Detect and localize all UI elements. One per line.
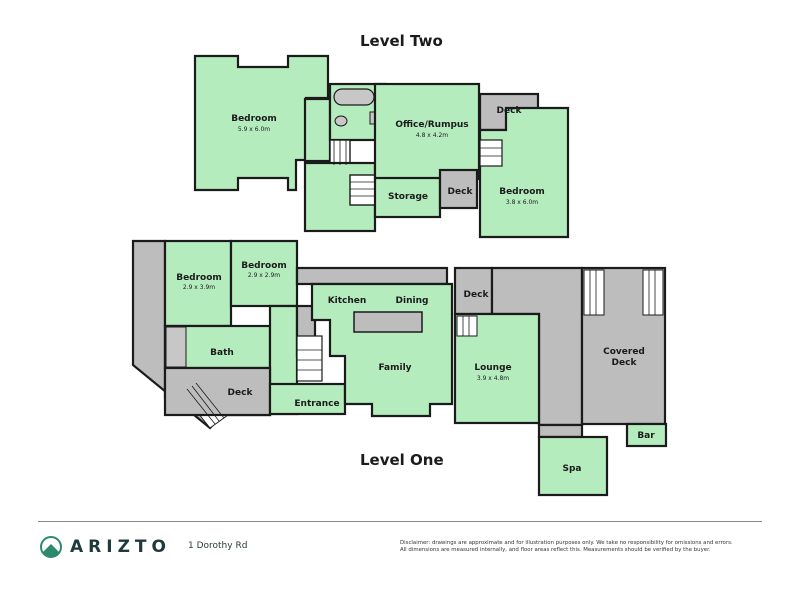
room-label: Covered: [603, 347, 645, 357]
room-dim: 2.9 x 3.9m: [183, 284, 215, 291]
brand-name: ARIZTO: [70, 537, 171, 557]
room-label: Deck: [612, 358, 638, 368]
room-label: Bedroom: [176, 273, 222, 283]
room-label: Deck: [228, 388, 254, 398]
room-label: Deck: [464, 290, 490, 300]
room-label: Spa: [563, 464, 582, 474]
level-one-title: Level One: [360, 451, 444, 469]
room-label: Bedroom: [231, 114, 277, 124]
floor-plan: Bedroom 5.9 x 6.0m Office/Rumpus 4.8 x 4…: [131, 54, 668, 497]
room-label: Lounge: [474, 363, 511, 373]
disclaimer-line-2: All dimensions are measured internally, …: [400, 547, 711, 553]
disclaimer: Disclaimer: drawings are approximate and…: [400, 540, 770, 554]
room-dim: 3.9 x 4.8m: [477, 375, 509, 382]
room-label: Bath: [210, 348, 234, 358]
room-dim: 4.8 x 4.2m: [416, 132, 448, 139]
room-label: Office/Rumpus: [395, 120, 468, 130]
level-two-title: Level Two: [360, 32, 443, 50]
room-label: Dining: [396, 296, 429, 306]
room-dim: 3.8 x 6.0m: [506, 199, 538, 206]
room-label: Storage: [388, 192, 428, 202]
brand-logo: ARIZTO: [40, 536, 171, 558]
room-label: Bar: [637, 431, 655, 441]
room-label: Deck: [448, 187, 474, 197]
mountain-logo-icon: [40, 536, 62, 558]
room-dim: 2.9 x 2.9m: [248, 272, 280, 279]
room-label: Family: [378, 363, 411, 373]
room-label: Deck: [497, 106, 523, 116]
disclaimer-line-1: Disclaimer: drawings are approximate and…: [400, 540, 733, 546]
room-label: Bedroom: [241, 261, 287, 271]
room-label: Bedroom: [499, 187, 545, 197]
room-label: Entrance: [294, 399, 339, 409]
room-label: Kitchen: [328, 296, 367, 306]
footer-divider: [38, 521, 762, 522]
room-dim: 5.9 x 6.0m: [238, 126, 270, 133]
property-address: 1 Dorothy Rd: [188, 541, 248, 551]
